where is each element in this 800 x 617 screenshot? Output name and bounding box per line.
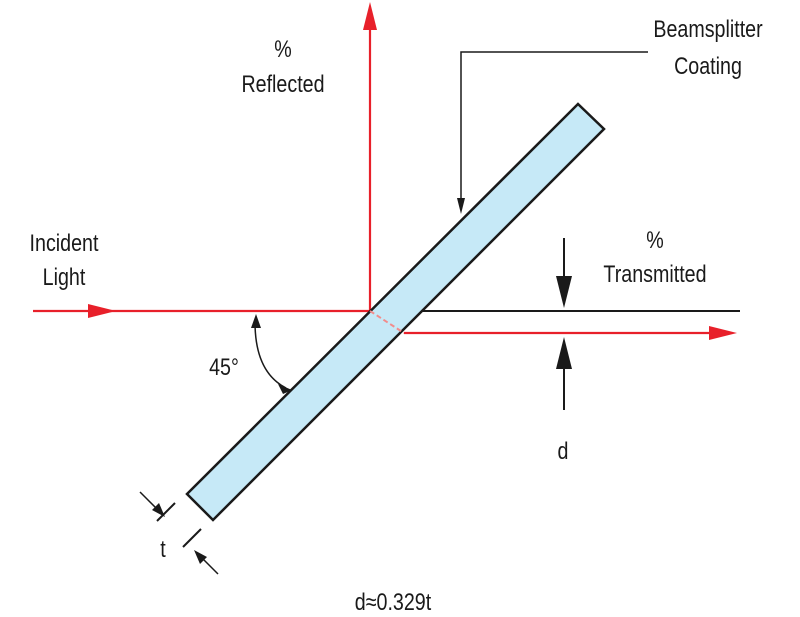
angle-arc [254,321,287,389]
reflected-label: Reflected [241,70,324,97]
thickness-tick-right [182,528,202,548]
angle-arc-arrowhead-top [251,314,261,328]
coating-label-line1: Beamsplitter [653,15,762,42]
thickness-tick-left [156,502,176,522]
offset-label: d [558,437,569,464]
transmitted-percent-label: % [646,226,664,253]
transmitted-beam-arrowhead [709,326,737,340]
reflected-percent-label: % [274,35,292,62]
incident-label-line2: Light [43,263,86,290]
thickness-label: t [160,535,165,562]
offset-bottom-arrowhead [556,337,572,369]
offset-formula: d≈0.329t [355,588,431,615]
incident-label-line1: Incident [30,229,99,256]
coating-label-line2: Coating [674,52,742,79]
thickness-arrowhead-left [152,503,165,517]
angle-label: 45° [209,353,239,380]
internal-beam-path [369,310,405,334]
angle-arc-arrowhead-bottom [278,384,292,394]
beamsplitter-plate [185,102,606,522]
thickness-arrowhead-right [194,550,207,564]
coating-leader-arrowhead [457,198,465,214]
offset-top-arrowhead [556,276,572,308]
coating-leader-line [460,51,648,208]
incident-beam-arrowhead [88,304,116,318]
reflected-beam-arrowhead [363,2,377,30]
transmitted-label: Transmitted [603,260,706,287]
